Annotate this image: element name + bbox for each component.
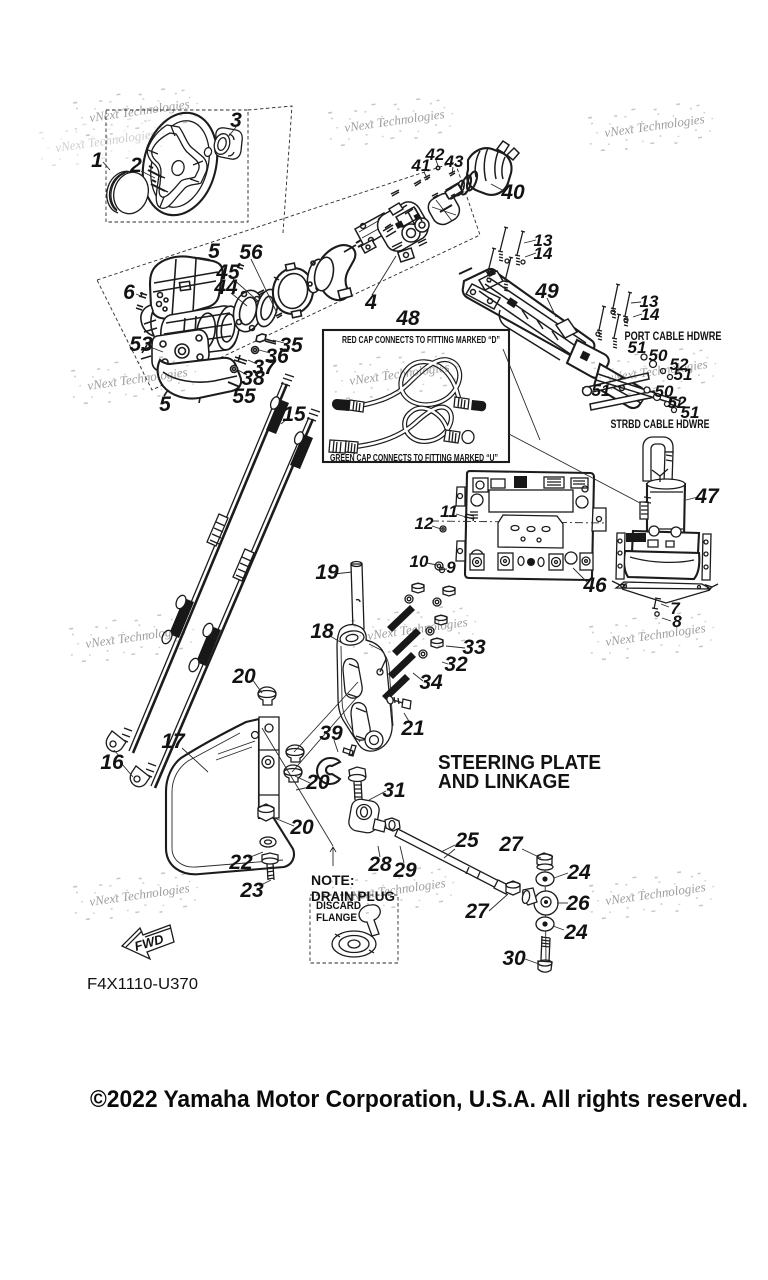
- svg-text:9: 9: [446, 558, 456, 577]
- svg-text:36: 36: [265, 345, 289, 368]
- svg-text:AND LINKAGE: AND LINKAGE: [438, 771, 570, 793]
- svg-text:2: 2: [129, 154, 142, 177]
- svg-text:8: 8: [672, 612, 682, 631]
- svg-text:51: 51: [681, 403, 700, 422]
- svg-text:19: 19: [315, 561, 339, 584]
- svg-text:RED CAP CONNECTS TO FITTING MA: RED CAP CONNECTS TO FITTING MARKED “D”: [342, 335, 500, 346]
- svg-text:24: 24: [566, 861, 591, 884]
- svg-text:44: 44: [213, 276, 238, 299]
- svg-text:13: 13: [534, 231, 553, 250]
- svg-text:56: 56: [239, 241, 263, 264]
- svg-text:25: 25: [454, 829, 479, 852]
- svg-text:23: 23: [239, 879, 264, 902]
- svg-text:10: 10: [410, 552, 429, 571]
- svg-text:F4X1110-U370: F4X1110-U370: [87, 976, 198, 993]
- svg-text:16: 16: [100, 751, 124, 774]
- svg-text:18: 18: [310, 620, 334, 643]
- svg-text:52: 52: [668, 393, 687, 412]
- svg-text:41: 41: [411, 156, 431, 175]
- svg-text:14: 14: [641, 305, 660, 324]
- svg-text:37: 37: [252, 356, 277, 379]
- svg-text:26: 26: [565, 892, 590, 915]
- svg-text:20: 20: [289, 816, 314, 839]
- svg-text:3: 3: [230, 109, 242, 132]
- svg-text:34: 34: [419, 671, 443, 694]
- svg-text:21: 21: [400, 717, 424, 740]
- svg-text:27: 27: [464, 900, 490, 923]
- svg-text:51: 51: [628, 338, 647, 357]
- svg-text:35: 35: [279, 334, 303, 357]
- svg-text:GREEN CAP CONNECTS TO FITTING: GREEN CAP CONNECTS TO FITTING MARKED “U”: [330, 453, 498, 464]
- svg-text:7: 7: [670, 599, 681, 618]
- svg-text:30: 30: [502, 947, 526, 970]
- svg-text:20: 20: [305, 771, 330, 794]
- svg-text:40: 40: [500, 181, 525, 204]
- svg-text:17: 17: [161, 730, 186, 753]
- svg-text:49: 49: [534, 280, 559, 303]
- svg-text:20: 20: [231, 665, 256, 688]
- svg-text:24: 24: [563, 921, 588, 944]
- svg-text:32: 32: [444, 653, 468, 676]
- svg-text:6: 6: [123, 281, 135, 304]
- svg-text:27: 27: [498, 833, 524, 856]
- svg-text:4: 4: [364, 291, 377, 314]
- svg-text:15: 15: [282, 403, 306, 426]
- svg-text:22: 22: [228, 851, 253, 874]
- svg-text:1: 1: [91, 149, 103, 172]
- svg-text:PORT CABLE HDWRE: PORT CABLE HDWRE: [625, 331, 722, 343]
- svg-text:5: 5: [159, 393, 171, 416]
- svg-text:43: 43: [444, 152, 464, 171]
- svg-text:48: 48: [395, 307, 420, 330]
- svg-text:53: 53: [129, 333, 153, 356]
- svg-text:STRBD CABLE HDWRE: STRBD CABLE HDWRE: [611, 419, 710, 431]
- svg-text:42: 42: [425, 145, 445, 164]
- svg-text:55: 55: [232, 385, 256, 408]
- svg-text:38: 38: [241, 367, 265, 390]
- svg-text:NOTE:: NOTE:: [311, 872, 355, 888]
- svg-text:13: 13: [640, 292, 659, 311]
- svg-text:©2022 Yamaha Motor Corporation: ©2022 Yamaha Motor Corporation, U.S.A. A…: [90, 1086, 748, 1113]
- svg-text:STEERING PLATE: STEERING PLATE: [438, 752, 601, 774]
- svg-text:31: 31: [382, 779, 405, 802]
- svg-text:FLANGE: FLANGE: [316, 912, 357, 924]
- svg-text:46: 46: [582, 574, 607, 597]
- svg-text:33: 33: [462, 636, 486, 659]
- svg-text:29: 29: [392, 859, 417, 882]
- svg-text:39: 39: [319, 722, 343, 745]
- svg-text:11: 11: [440, 502, 458, 521]
- svg-text:12: 12: [415, 514, 434, 533]
- svg-text:14: 14: [534, 244, 553, 263]
- svg-text:28: 28: [367, 853, 392, 876]
- svg-text:47: 47: [694, 485, 720, 508]
- svg-text:5: 5: [208, 240, 220, 263]
- svg-text:50: 50: [655, 382, 674, 401]
- svg-text:50: 50: [649, 346, 668, 365]
- svg-text:45: 45: [215, 261, 240, 284]
